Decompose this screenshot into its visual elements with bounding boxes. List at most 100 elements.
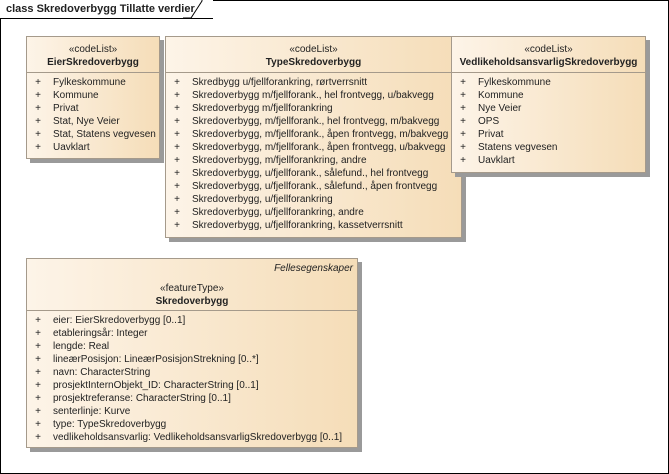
public-visibility-icon: + — [35, 103, 41, 114]
public-visibility-icon: + — [460, 77, 466, 88]
list-item[interactable]: +Nye Veier — [452, 102, 645, 115]
list-item[interactable]: +type: TypeSkredoverbygg — [27, 418, 357, 431]
public-visibility-icon: + — [460, 142, 466, 153]
item-label: senterlinje: Kurve — [53, 406, 131, 417]
public-visibility-icon: + — [174, 103, 180, 114]
public-visibility-icon: + — [174, 90, 180, 101]
list-item[interactable]: +Kommune — [452, 89, 645, 102]
list-item[interactable]: + Privat — [27, 102, 159, 115]
list-item[interactable]: + prosjektreferanse: CharacterString [0..… — [27, 392, 357, 405]
public-visibility-icon: + — [174, 220, 180, 231]
class-name: Skredoverbygg — [155, 296, 229, 307]
public-visibility-icon: + — [35, 129, 41, 140]
public-visibility-icon: + — [174, 155, 180, 166]
list-item[interactable]: +Skredoverbygg, m/fjellforank., åpen fro… — [166, 141, 461, 154]
list-item[interactable]: + Skredoverbygg, m/fjellforankring, andre — [166, 154, 461, 167]
stereotype: «codeList» — [289, 44, 338, 55]
list-item[interactable]: +senterlinje: Kurve — [27, 405, 357, 418]
item-label: Privat — [478, 129, 504, 140]
public-visibility-icon: + — [35, 393, 41, 404]
item-label: lengde: Real — [53, 341, 110, 352]
public-visibility-icon: + — [460, 155, 466, 166]
list-item[interactable]: +Skredoverbygg, m/fjellforank., hel fron… — [166, 115, 461, 128]
item-label: Fylkeskommune — [478, 77, 551, 88]
item-label: prosjektInternObjekt_ID: CharacterString… — [53, 380, 259, 391]
public-visibility-icon: + — [35, 116, 41, 127]
class-type-skredoverbygg[interactable]: «codeList» TypeSkredoverbygg +Skredbygg … — [165, 36, 462, 238]
class-name: EierSkredoverbygg — [47, 57, 139, 68]
list-item[interactable]: + Fylkeskommune — [27, 76, 159, 89]
item-label: Uavklart — [53, 142, 90, 153]
public-visibility-icon: + — [460, 103, 466, 114]
public-visibility-icon: + — [174, 207, 180, 218]
list-item[interactable]: +Stat, Statens vegvesen — [27, 128, 159, 141]
item-label: OPS — [478, 116, 500, 127]
public-visibility-icon: + — [35, 367, 41, 378]
public-visibility-icon: + — [35, 419, 41, 430]
class-eier-skredoverbygg[interactable]: «codeList» EierSkredoverbygg + Fylkeskomm… — [26, 36, 160, 159]
public-visibility-icon: + — [35, 380, 41, 391]
stereotype: «codeList» — [68, 44, 118, 55]
item-label: Skredoverbygg, u/fjellforankring, andre — [192, 207, 364, 218]
list-item[interactable]: +Skredbygg u/fjellforankring, rørtverrsn… — [166, 76, 461, 89]
public-visibility-icon: + — [174, 116, 180, 127]
list-item[interactable]: + Skredoverbygg, m/fjellforank., åpen fro… — [166, 128, 461, 141]
list-item[interactable]: +Skredoverbygg m/fjellforank., hel front… — [166, 89, 461, 102]
list-item[interactable]: + OPS — [452, 115, 645, 128]
list-item[interactable]: + lengde: Real — [27, 340, 357, 353]
item-label: Privat — [53, 103, 79, 114]
list-item[interactable]: + prosjektInternObjekt_ID: CharacterStrin… — [27, 379, 357, 392]
item-label: prosjektreferanse: CharacterString [0..1… — [53, 393, 231, 404]
item-label: Skredoverbygg, u/fjellforank., sålefund.… — [192, 168, 429, 179]
public-visibility-icon: + — [35, 432, 41, 443]
list-item[interactable]: + lineærPosisjon: LineærPosisjonStrekning… — [27, 353, 357, 366]
class-skredoverbygg[interactable]: Fellesegenskaper «featureType» Skredover… — [26, 258, 358, 448]
class-vedlikeholdsansvarlig-skredoverbygg[interactable]: «codeList» VedlikeholdsansvarligSkredove… — [451, 36, 646, 173]
public-visibility-icon: + — [35, 328, 41, 339]
item-label: Stat, Nye Veier — [53, 116, 120, 127]
list-item[interactable]: +Uavklart — [452, 154, 645, 167]
list-item[interactable]: + Skredoverbygg, u/fjellforankring, andre — [166, 206, 461, 219]
stereotype: «featureType» — [160, 283, 224, 294]
list-item[interactable]: +vedlikeholdsansvarlig: Vedlikeholdsansv… — [27, 431, 357, 444]
list-item[interactable]: + Privat — [452, 128, 645, 141]
item-label: Skredoverbygg, m/fjellforank., åpen fron… — [192, 142, 446, 153]
list-item[interactable]: + Skredoverbygg, u/fjellforankring, kasse… — [166, 219, 461, 232]
list-item[interactable]: + navn: CharacterString — [27, 366, 357, 379]
item-label: lineærPosisjon: LineærPosisjonStrekning … — [53, 354, 259, 365]
item-label: navn: CharacterString — [53, 367, 151, 378]
public-visibility-icon: + — [35, 341, 41, 352]
item-label: Skredoverbygg, m/fjellforank., åpen fron… — [192, 129, 449, 140]
public-visibility-icon: + — [35, 354, 41, 365]
list-item[interactable]: +Uavklart — [27, 141, 159, 154]
class-name: VedlikeholdsansvarligSkredoverbygg — [459, 57, 638, 68]
item-label: Skredoverbygg, m/fjellforankring, andre — [192, 155, 367, 166]
list-item[interactable]: +Kommune — [27, 89, 159, 102]
list-item[interactable]: +eier: EierSkredoverbygg [0..1] — [27, 314, 357, 327]
list-item[interactable]: + Skredoverbygg, u/fjellforank., sålefund… — [166, 167, 461, 180]
list-item[interactable]: + Stat, Nye Veier — [27, 115, 159, 128]
list-item[interactable]: + etableringsår: Integer — [27, 327, 357, 340]
item-label: eier: EierSkredoverbygg [0..1] — [53, 315, 186, 326]
public-visibility-icon: + — [174, 129, 180, 140]
list-item[interactable]: + Statens vegvesen — [452, 141, 645, 154]
diagram-title: class Skredoverbygg Tillatte verdier — [0, 0, 213, 19]
public-visibility-icon: + — [460, 129, 466, 140]
list-item[interactable]: + Fylkeskommune — [452, 76, 645, 89]
item-label: etableringsår: Integer — [53, 328, 148, 339]
list-item[interactable]: + Skredoverbygg m/fjellforankring — [166, 102, 461, 115]
item-label: Fylkeskommune — [53, 77, 126, 88]
public-visibility-icon: + — [35, 77, 41, 88]
item-label: Statens vegvesen — [478, 142, 558, 153]
list-item[interactable]: +Skredoverbygg, u/fjellforank., sålefund… — [166, 180, 461, 193]
public-visibility-icon: + — [174, 168, 180, 179]
parent-class-label: Fellesegenskaper — [274, 263, 353, 274]
public-visibility-icon: + — [460, 116, 466, 127]
item-label: Skredoverbygg m/fjellforankring — [192, 103, 333, 114]
title-tab-corner — [183, 0, 203, 19]
item-label: Kommune — [53, 90, 99, 101]
list-item[interactable]: +Skredoverbygg, u/fjellforankring — [166, 193, 461, 206]
item-label: Skredoverbygg, u/fjellforankring, kasset… — [192, 220, 403, 231]
item-label: Skredoverbygg, u/fjellforank., sålefund.… — [192, 181, 438, 192]
